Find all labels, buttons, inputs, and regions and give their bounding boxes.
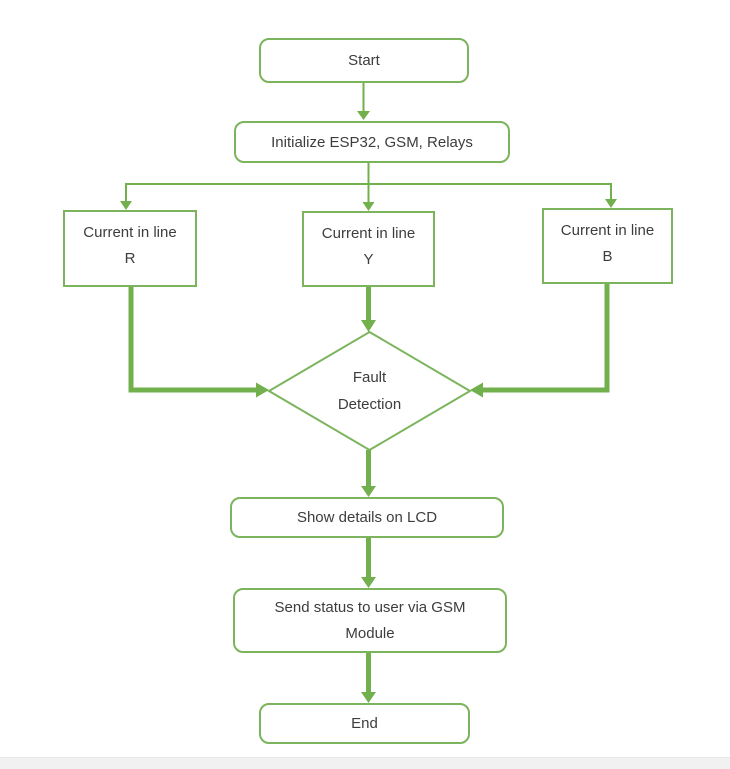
node-current-line-r: Current in line R [63, 210, 197, 287]
branch-connector [120, 163, 617, 211]
arrowhead-to-line-b [605, 199, 617, 208]
fault-label-line2: Detection [337, 396, 402, 413]
arrowhead-to-line-y [362, 202, 375, 211]
arrow-gsm-to-end [361, 653, 376, 703]
node-current-line-b: Current in line B [542, 208, 673, 284]
node-end-label: End [351, 715, 378, 732]
arrow-line-r-to-fault [128, 287, 269, 398]
node-send-status-gsm-line2: Module [345, 624, 395, 642]
node-show-details-lcd: Show details on LCD [230, 497, 504, 538]
node-send-status-gsm: Send status to user via GSM Module [233, 588, 507, 653]
node-start: Start [259, 38, 469, 83]
node-current-line-b-label: Current in line [560, 222, 655, 239]
arrow-start-to-init [357, 83, 370, 120]
node-send-status-gsm-line1: Send status to user via GSM [274, 598, 466, 616]
node-current-line-b-phase: B [602, 248, 613, 265]
node-start-label: Start [348, 52, 380, 69]
node-current-line-r-phase: R [124, 250, 136, 267]
node-initialize: Initialize ESP32, GSM, Relays [234, 121, 510, 163]
arrowhead-to-line-r [120, 201, 132, 210]
arrow-line-y-to-fault [361, 287, 376, 332]
node-current-line-r-label: Current in line [83, 224, 177, 241]
node-show-details-lcd-label: Show details on LCD [296, 509, 438, 526]
node-current-line-y: Current in line Y [302, 211, 435, 287]
arrow-line-b-to-fault [470, 284, 610, 398]
arrow-lcd-to-gsm [361, 538, 376, 588]
node-fault-detection-label: Fault Detection [269, 364, 470, 418]
node-current-line-y-phase: Y [363, 251, 374, 268]
node-initialize-label: Initialize ESP32, GSM, Relays [271, 133, 473, 151]
arrow-fault-to-lcd [361, 450, 376, 497]
page-edge-strip [0, 757, 730, 769]
fault-label-line1: Fault [352, 369, 387, 386]
node-current-line-y-label: Current in line [321, 225, 416, 242]
node-end: End [259, 703, 470, 744]
